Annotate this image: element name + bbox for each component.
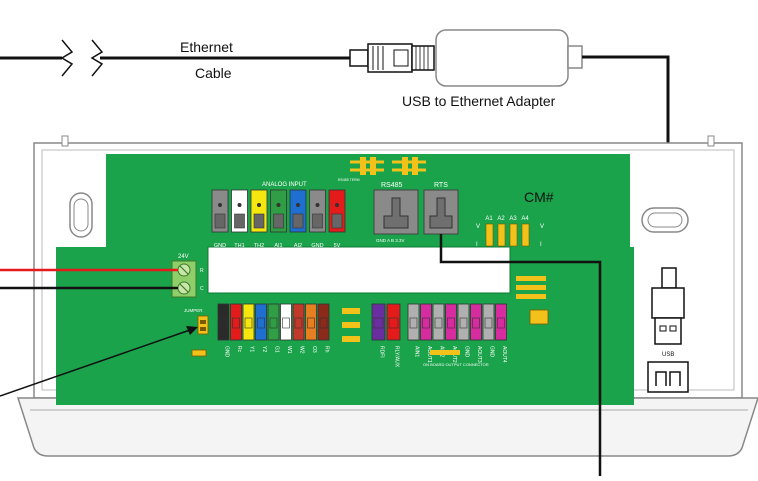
aux-jumper: A4 (521, 216, 529, 247)
rs485-pins-label: GND A B 3.3V (376, 238, 405, 243)
output-terminal: W2 (292, 303, 305, 354)
adapter-label: USB to Ethernet Adapter (402, 93, 556, 109)
output-terminal: Rc (230, 303, 242, 353)
output-terminal-label: AOUT4 (501, 346, 507, 363)
power-terminal (171, 260, 197, 298)
analog-input-terminals: GND TH1 TH2 AI1 AI2 GND 5V (211, 189, 346, 249)
output-terminal: AIN1 (407, 303, 420, 357)
jumper-left-label: JUMPER (184, 308, 203, 313)
output-terminal: Y2 (255, 303, 267, 352)
i-left-label: I (476, 242, 478, 248)
aux-output-terminals: RDFI RLY/AUX (371, 303, 401, 368)
usb-plug-icon (651, 267, 685, 345)
output-terminal: AOUT1 (420, 303, 432, 363)
analog-terminal-label: TH2 (254, 243, 264, 249)
output-terminal: GND (457, 303, 470, 358)
analog-terminal: AI1 (270, 189, 287, 249)
output-terminal-label: AOUT1 (426, 346, 432, 363)
output-terminal-label: O3 (311, 346, 317, 353)
ethernet-cable (0, 39, 350, 77)
top-jumpers (350, 157, 426, 175)
v-right-label: V (540, 224, 544, 230)
c-terminal-label: C (200, 286, 204, 292)
rj45-plug-icon (349, 43, 435, 73)
output-terminal-label: GND (224, 346, 230, 358)
pointer-arrow (0, 326, 198, 397)
rs485-connector (373, 189, 419, 235)
rts-cable (439, 234, 602, 476)
rs485-label: RS485 (381, 182, 403, 189)
output-terminal: AOUT3 (470, 303, 482, 363)
v-left-label: V (476, 224, 480, 230)
aux-jumper: A1 (485, 216, 493, 247)
aux-label: A1 (485, 216, 493, 222)
v24-label: 24V (178, 254, 189, 260)
aux-label: A2 (497, 216, 505, 222)
output-terminal: O3 (305, 303, 317, 353)
analog-terminal-label: AI1 (274, 243, 282, 249)
rs485-termination-label: RS485 TERM (338, 178, 360, 182)
middle-jumpers (342, 308, 360, 342)
aux-label: A3 (509, 216, 517, 222)
aux-jumpers: A1 A2 A3 A4 (485, 216, 529, 247)
output-terminal: AOUT4 (495, 303, 507, 363)
output-terminal: W1 (280, 303, 292, 354)
output-terminal-label: Rc (236, 346, 242, 353)
side-pin-headers (516, 276, 549, 325)
analog-input-label: ANALOG INPUT (262, 182, 307, 188)
analog-terminal: AI2 (289, 189, 307, 249)
aux-jumper: A2 (497, 216, 505, 247)
connector-header (430, 350, 460, 355)
output-terminal-label: GND (464, 346, 470, 358)
analog-terminal-label: AI2 (294, 243, 302, 249)
usb-ethernet-adapter-icon (435, 29, 583, 87)
output-terminal-label: W1 (286, 346, 292, 354)
usb-label: USB (662, 352, 674, 358)
output-terminal: RDFI (371, 303, 386, 358)
aux-jumper: A3 (509, 216, 517, 247)
analog-terminal-label: TH1 (234, 243, 244, 249)
analog-terminal-label: GND (311, 243, 323, 249)
ethernet-label-line1: Ethernet (180, 39, 233, 55)
thermostat-output-terminals: GND Rc Y1 Y2 G1 W1 W2 O3 Rh (217, 303, 330, 358)
output-terminal-label: Y2 (261, 346, 267, 352)
output-terminal-label: Rh (324, 346, 330, 353)
output-terminal-label: AOUT3 (476, 346, 482, 363)
rts-label: RTS (434, 182, 448, 189)
analog-terminal: TH1 (231, 189, 248, 249)
analog-output-terminals: AIN1AOUT1AIN2AOUT2GNDAOUT3GNDAOUT4 (407, 303, 507, 363)
output-terminal-label: RDFI (379, 346, 385, 358)
analog-terminal: TH2 (250, 189, 268, 249)
usb-port-icon (647, 361, 689, 393)
i-right-label: I (540, 242, 542, 248)
output-terminal: GND (482, 303, 495, 358)
output-terminal-label: RLY/AUX (394, 346, 400, 368)
output-terminal-label: G1 (274, 346, 280, 353)
output-terminal: RLY/AUX (386, 303, 401, 368)
output-terminal: Rh (317, 303, 330, 353)
output-terminal: G1 (267, 303, 280, 353)
output-terminal-label: AIN1 (414, 346, 420, 357)
ethernet-label-line2: Cable (195, 65, 232, 81)
left-jumper (191, 315, 209, 357)
r-terminal-label: R (200, 268, 204, 274)
output-terminal-label: Y1 (249, 346, 255, 352)
rts-connector (423, 189, 459, 235)
analog-terminal: GND (309, 189, 326, 249)
output-terminal: Y1 (242, 303, 255, 352)
analog-terminal-label: 5V (334, 243, 341, 249)
cm-label: CM# (524, 189, 554, 205)
connector-note: ON BOARD OUTPUT CONNECTOR (423, 362, 489, 367)
output-terminal: GND (217, 303, 230, 358)
output-terminal-label: W2 (299, 346, 305, 354)
aux-label: A4 (521, 216, 529, 222)
analog-terminal-label: GND (214, 243, 226, 249)
analog-terminal: 5V (328, 189, 346, 249)
output-terminal-label: GND (489, 346, 495, 358)
analog-terminal: GND (211, 189, 229, 249)
